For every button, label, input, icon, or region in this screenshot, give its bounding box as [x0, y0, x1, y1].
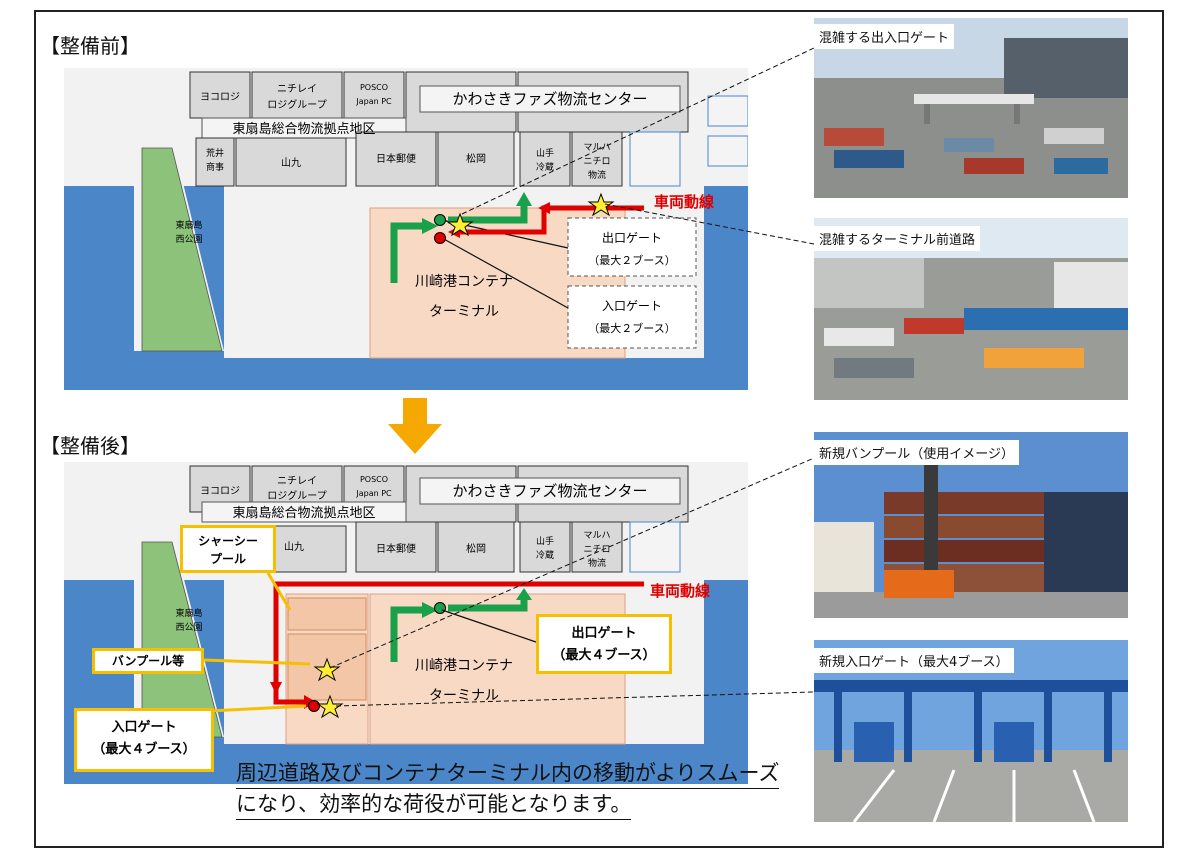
label-posco-2: Japan PC	[355, 489, 392, 498]
label-maruha-1: マルハ	[583, 531, 610, 541]
vehicle-route-before	[456, 205, 644, 235]
summary-line-1: 周辺道路及びコンテナターミナル内の移動がよりスムーズ	[236, 758, 780, 789]
label-terminal-2: ターミナル	[429, 304, 499, 320]
chassis-pool-label-2: プール	[209, 552, 246, 566]
label-matsuoka: 松岡	[466, 542, 486, 555]
building-yusei	[355, 131, 437, 187]
label-park-2: 西公園	[175, 234, 202, 245]
building-yamakyu	[235, 137, 347, 187]
label-park-2: 西公園	[175, 622, 202, 633]
chassis-pool-label-1: シャーシー	[198, 534, 258, 548]
building-maruha	[571, 131, 623, 187]
exit-gate-label-2: （最大４ブース）	[552, 648, 656, 663]
label-district: 東扇島総合物流拠点地区	[232, 505, 375, 521]
label-posco-2: Japan PC	[355, 97, 392, 106]
photo-caption-1: 混雑する出入口ゲート	[814, 24, 955, 49]
exit-gate-label-1: 出口ゲート	[571, 626, 637, 641]
label-park-1: 東扇島	[175, 219, 202, 231]
label-yusei: 日本郵便	[376, 152, 416, 165]
vehicle-route-label: 車両動線	[654, 193, 714, 211]
chassis-pool-area	[287, 597, 367, 631]
label-park-1: 東扇島	[175, 607, 202, 619]
label-fazu: かわさきファズ物流センター	[452, 482, 647, 500]
van-pool-callout: バンプール等	[92, 648, 204, 674]
entry-gate-label-1: 入口ゲート	[111, 720, 177, 735]
green-point	[434, 214, 446, 226]
label-yusei: 日本郵便	[376, 542, 416, 555]
chassis-pool-callout: シャーシー プール	[180, 525, 276, 573]
photo-caption-2: 混雑するターミナル前道路	[814, 226, 981, 251]
label-district: 東扇島総合物流拠点地区	[232, 121, 375, 137]
arrow-down-icon	[388, 398, 442, 454]
label-yamakyu: 山九	[284, 541, 304, 553]
photo-van-pool	[814, 432, 1128, 618]
label-arai-2: 商事	[206, 161, 224, 173]
building-posco	[343, 71, 405, 119]
label-terminal-1: 川崎港コンテナ	[415, 658, 513, 674]
label-terminal-2: ターミナル	[429, 688, 499, 704]
label-arai-1: 荒井	[206, 147, 224, 159]
exit-gate-callout: 出口ゲート （最大４ブース）	[536, 614, 672, 674]
red-point	[434, 232, 446, 244]
park	[141, 147, 223, 352]
entry-gate-label-1: 入口ゲート	[602, 299, 662, 313]
label-yamakyu: 山九	[281, 157, 301, 169]
vehicle-route-label: 車両動線	[650, 582, 710, 600]
label-maruha-3: 物流	[588, 169, 606, 181]
exit-gate-box	[567, 217, 697, 277]
building-yamate	[519, 131, 571, 187]
label-nichirei-1: ニチレイ	[277, 83, 317, 95]
label-yamate-2: 冷蔵	[536, 549, 554, 561]
label-yamate-2: 冷蔵	[536, 161, 554, 173]
photo-caption-3: 新規バンプール（使用イメージ）	[814, 440, 1020, 465]
vehicle-route-after	[273, 581, 644, 705]
building-matsuoka	[437, 131, 515, 187]
building-nichirei	[251, 71, 343, 119]
label-yokorogi: ヨコロジ	[200, 92, 240, 103]
label-nichirei-2: ロジグループ	[267, 98, 326, 111]
building-arai	[195, 137, 235, 187]
before-map: ヨコロジ ニチレイ ロジグループ POSCO Japan PC かわさきファズ物…	[64, 68, 748, 390]
star-icon	[446, 212, 474, 237]
before-heading: 【整備前】	[40, 34, 140, 58]
exit-gate-label-2: （最大２ブース）	[588, 253, 675, 267]
label-maruha-3: 物流	[588, 557, 606, 569]
label-fazu: かわさきファズ物流センター	[452, 90, 647, 108]
label-nichirei-2: ロジグループ	[267, 489, 326, 502]
photo-caption-4: 新規入口ゲート（最大4ブース）	[814, 648, 1014, 673]
label-yamate-1: 山手	[536, 147, 554, 159]
star-icon	[313, 657, 341, 682]
empty-lot	[629, 131, 681, 187]
star-icon	[316, 694, 344, 719]
exit-gate-label-1: 出口ゲート	[602, 231, 662, 245]
label-maruha-2: ニチロ	[583, 156, 610, 167]
entry-gate-box	[567, 285, 697, 349]
entry-gate-callout: 入口ゲート （最大４ブース）	[74, 708, 214, 772]
label-terminal-1: 川崎港コンテナ	[415, 274, 513, 290]
figure-frame	[34, 10, 1164, 848]
label-maruha-2: ニチロ	[583, 544, 610, 555]
after-heading: 【整備後】	[40, 434, 140, 458]
entry-gate-label-2: （最大４ブース）	[92, 742, 196, 757]
label-posco-1: POSCO	[360, 83, 388, 92]
label-matsuoka: 松岡	[466, 152, 486, 165]
label-posco-1: POSCO	[360, 475, 388, 484]
summary-text: 周辺道路及びコンテナターミナル内の移動がよりスムーズ になり、効率的な荷役が可能…	[236, 758, 780, 820]
fazu-label-box	[419, 85, 681, 113]
label-nichirei-1: ニチレイ	[277, 475, 317, 487]
label-yamate-1: 山手	[536, 535, 554, 547]
summary-line-2: になり、効率的な荷役が可能となります。	[236, 789, 632, 820]
label-maruha-1: マルハ	[583, 143, 610, 153]
star-icon	[587, 192, 615, 217]
label-yokorogi: ヨコロジ	[200, 486, 240, 497]
entry-gate-label-2: （最大２ブース）	[588, 321, 675, 335]
red-point	[308, 700, 320, 712]
